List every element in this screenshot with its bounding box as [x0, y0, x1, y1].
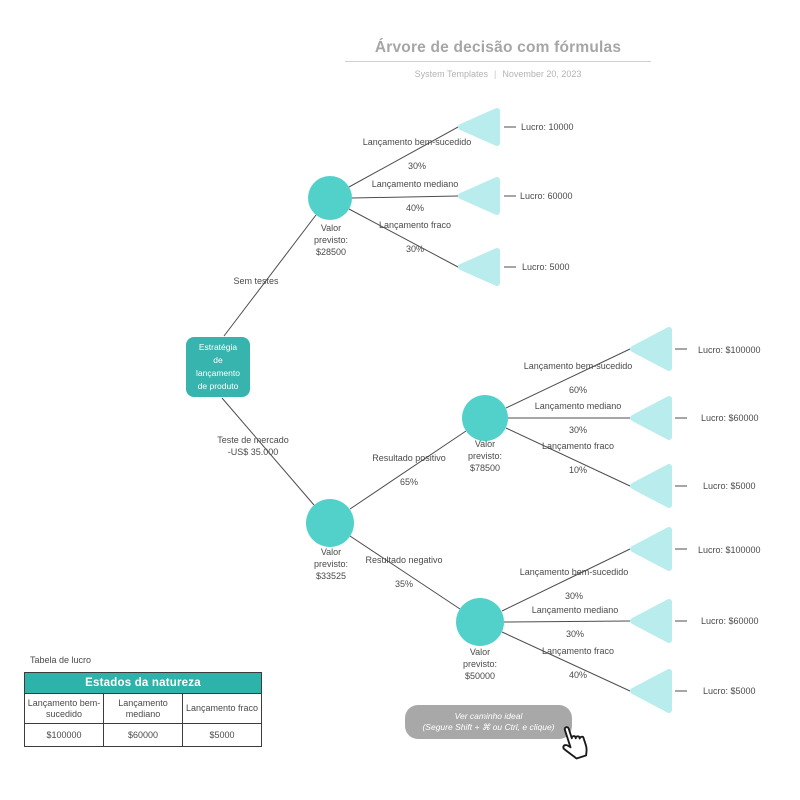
profit-table-value-2: $60000: [103, 723, 183, 747]
byline-separator: |: [493, 69, 497, 79]
profit-table: Estados da natureza Lançamento bem-suced…: [24, 672, 262, 747]
end-node-triangle-3[interactable]: [458, 248, 500, 286]
branch-label-negative-3: Lançamento fraco 40%: [503, 633, 653, 693]
chance-node-label-3: Valor previsto: $78500: [467, 439, 502, 473]
byline-author: System Templates: [414, 69, 488, 79]
end-node-triangles: [458, 108, 672, 713]
end-node-triangle-1[interactable]: [458, 108, 500, 146]
profit-table-row: $100000 $60000 $5000: [24, 723, 262, 747]
branch-probability: 30%: [564, 591, 583, 601]
edge-c3-t4: [505, 348, 631, 409]
branch-probability: 30%: [405, 244, 424, 254]
edge-label-market-test: Teste de mercado -US$ 35.000: [217, 435, 289, 457]
edge-c3-t6: [505, 427, 631, 487]
root-decision-node[interactable]: Estratégia de lançamento de produto: [186, 337, 250, 397]
branch-probability: 40%: [568, 670, 587, 680]
branch-label-negative-2: Lançamento mediano 30%: [500, 592, 650, 652]
payoff-label-6: Lucro: $5000: [703, 481, 756, 491]
chance-node-circle-4[interactable]: [456, 598, 504, 646]
payoff-label-3: Lucro: 5000: [522, 262, 570, 272]
branch-probability: 40%: [405, 203, 424, 213]
payoff-label-2: Lucro: 60000: [520, 191, 573, 201]
branch-probability: 65%: [399, 477, 418, 487]
branch-probability: 30%: [407, 161, 426, 171]
branch-name: Resultado positivo: [372, 453, 446, 463]
payoff-label-7: Lucro: $100000: [698, 545, 761, 555]
payoff-label-4: Lucro: $100000: [698, 345, 761, 355]
profit-table-column-1: Lançamento bem-sucedido: [24, 693, 104, 724]
profit-table-column-3: Lançamento fraco: [182, 693, 262, 724]
payoff-label-5: Lucro: $60000: [701, 413, 759, 423]
edge-c2-c4: [349, 535, 461, 610]
profit-table-value-1: $100000: [24, 723, 104, 747]
button-label-line2: (Segure Shift + ⌘ ou Ctrl, e clique): [422, 722, 555, 732]
edge-label-no-test: Sem testes: [233, 276, 279, 286]
profit-table-header: Estados da natureza: [24, 672, 262, 694]
tree-edges: [221, 126, 687, 692]
view-ideal-path-button[interactable]: Ver caminho ideal (Segure Shift + ⌘ ou C…: [405, 705, 572, 739]
branch-label-positive-2: Lançamento mediano 30%: [503, 388, 653, 448]
profit-table-value-3: $5000: [182, 723, 262, 747]
branch-probability: 30%: [568, 425, 587, 435]
chance-node-circle-1[interactable]: [308, 176, 352, 220]
branch-label-positive-3: Lançamento fraco 10%: [503, 428, 653, 488]
chance-node-circle-2[interactable]: [306, 499, 354, 547]
chance-node-label-1: Valor previsto: $28500: [313, 223, 348, 257]
branch-name: Lançamento bem-sucedido: [519, 567, 629, 577]
branch-name: Lançamento fraco: [541, 646, 615, 656]
edge-c1-t3: [348, 208, 459, 268]
branch-name: Resultado negativo: [365, 555, 443, 565]
branch-label-result-negative: Resultado negativo 35%: [329, 542, 479, 602]
branch-name: Lançamento fraco: [378, 220, 452, 230]
edge-c4-t7: [501, 548, 631, 612]
branch-name: Lançamento bem-sucedido: [362, 137, 472, 147]
end-node-triangle-4[interactable]: [630, 327, 672, 371]
end-node-triangle-9[interactable]: [630, 669, 672, 713]
branch-probability: 60%: [568, 385, 587, 395]
chance-node-label-4: Valor previsto: $50000: [462, 647, 497, 681]
end-node-triangle-7[interactable]: [630, 527, 672, 571]
branch-probability: 30%: [565, 629, 584, 639]
branch-name: Lançamento bem-sucedido: [523, 361, 633, 371]
chance-node-circle-3[interactable]: [462, 395, 508, 441]
branch-name: Lançamento mediano: [531, 605, 619, 615]
edge-root-market-test: [221, 397, 315, 506]
chance-node-circles: [306, 176, 508, 646]
edge-c4-t8: [503, 620, 631, 623]
branch-label-no-test-1: Lançamento bem-sucedido 30%: [342, 124, 492, 184]
edge-c1-t2: [351, 195, 459, 199]
payoff-label-1: Lucro: 10000: [521, 122, 574, 132]
branch-name: Lançamento mediano: [534, 401, 622, 411]
branch-probability: 10%: [568, 465, 587, 475]
profit-table-column-2: Lançamento mediano: [103, 693, 183, 724]
end-node-triangle-5[interactable]: [630, 396, 672, 440]
branch-name: Lançamento fraco: [541, 441, 615, 451]
payoff-label-8: Lucro: $60000: [701, 616, 759, 626]
end-node-triangle-6[interactable]: [630, 464, 672, 508]
branch-label-no-test-3: Lançamento fraco 30%: [340, 207, 490, 267]
chance-node-label-2: Valor previsto: $33525: [313, 547, 348, 581]
branch-label-no-test-2: Lançamento mediano 40%: [340, 166, 490, 226]
button-label-line1: Ver caminho ideal: [454, 711, 523, 721]
end-node-triangle-2[interactable]: [458, 177, 500, 215]
edge-c2-c3: [349, 430, 467, 510]
branch-probability: 35%: [394, 579, 413, 589]
branch-name: Lançamento mediano: [371, 179, 459, 189]
hand-cursor-icon: [562, 726, 588, 760]
edge-root-no-test: [223, 214, 317, 337]
profit-table-caption: Tabela de lucro: [30, 655, 92, 665]
byline: System Templates | November 20, 2023: [347, 69, 649, 79]
edge-c1-t1: [348, 126, 459, 188]
end-node-triangle-8[interactable]: [630, 599, 672, 643]
title-divider: [345, 61, 651, 62]
payoff-label-9: Lucro: $5000: [703, 686, 756, 696]
branch-label-negative-1: Lançamento bem-sucedido 30%: [499, 554, 649, 614]
byline-date: November 20, 2023: [502, 69, 582, 79]
branch-label-result-positive: Resultado positivo 65%: [334, 440, 484, 500]
page-title: Árvore de decisão com fórmulas: [374, 39, 622, 56]
edge-c4-t9: [501, 631, 631, 692]
branch-label-positive-1: Lançamento bem-sucedido 60%: [503, 348, 653, 408]
